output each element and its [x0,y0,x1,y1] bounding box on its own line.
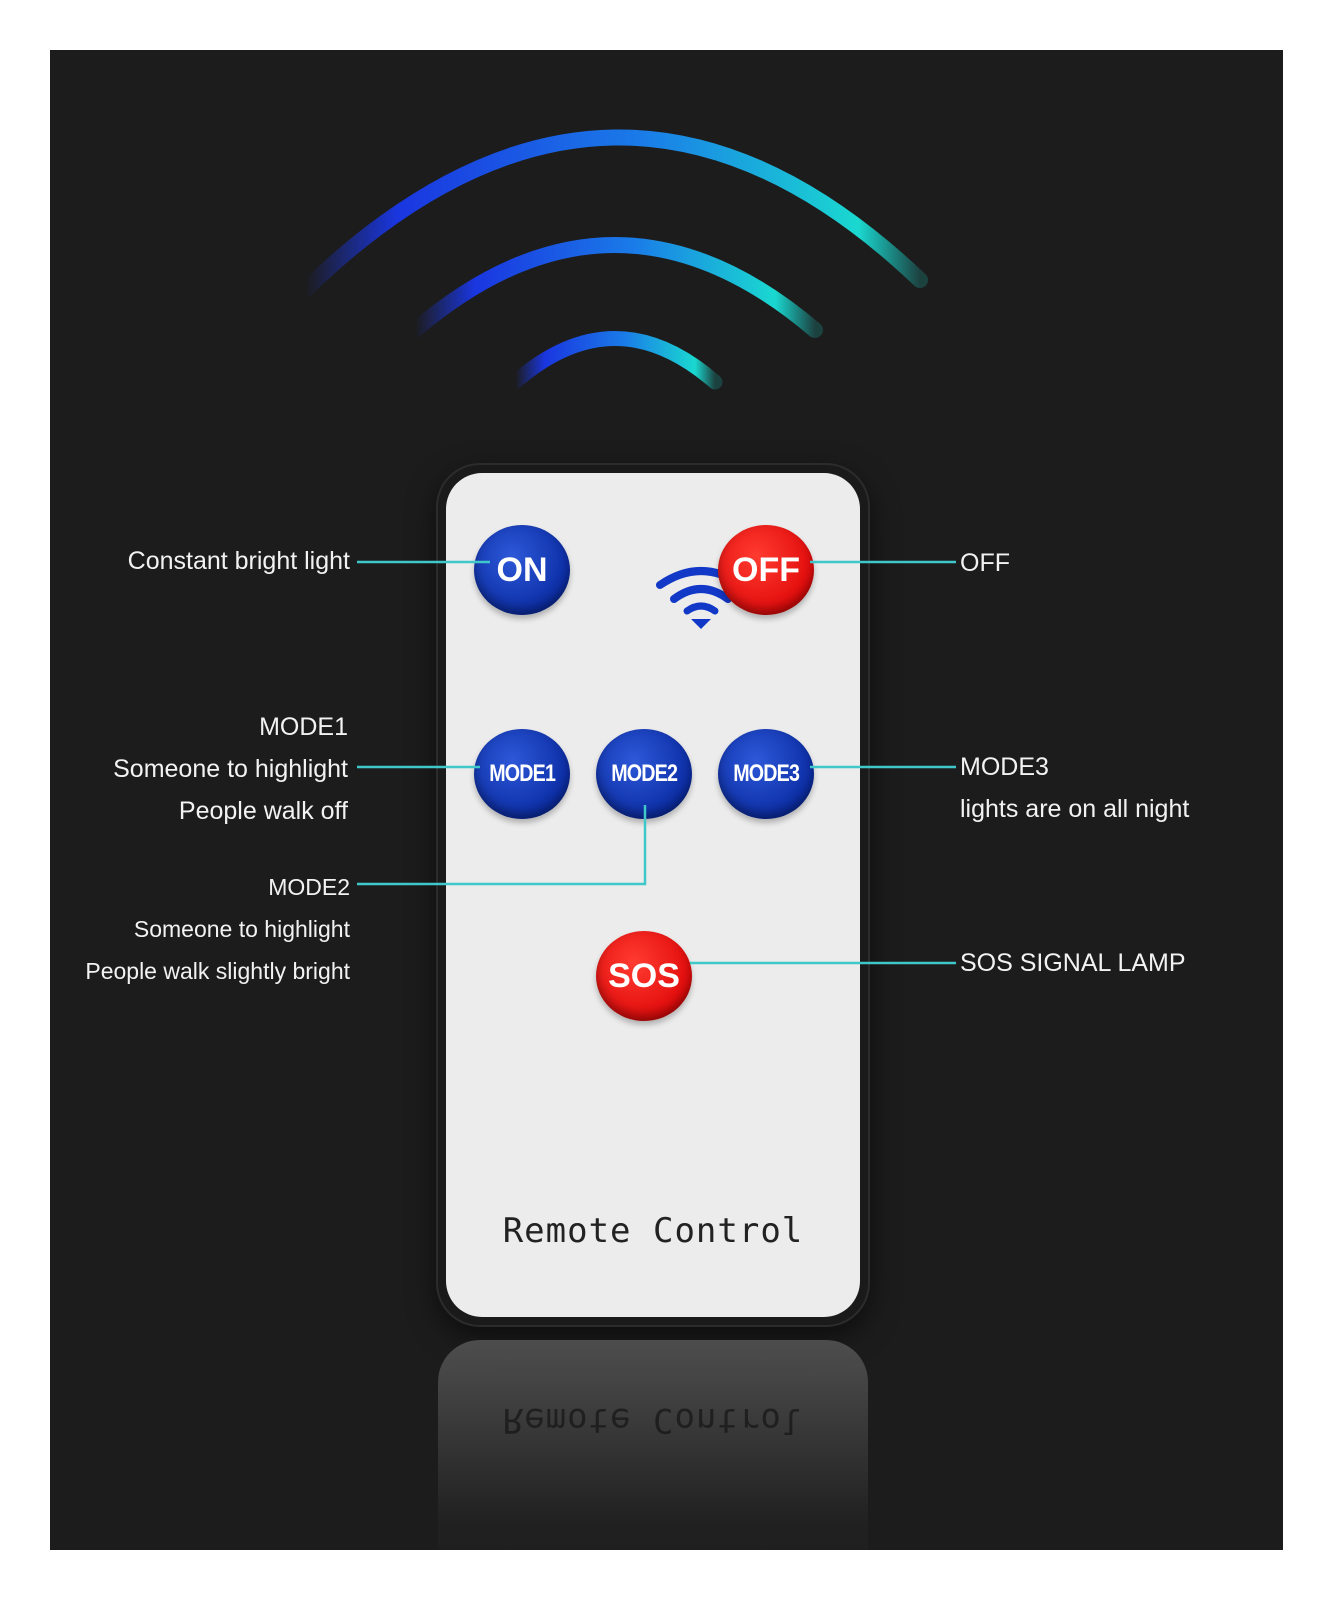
mode3-label-line1: lights are on all night [960,795,1190,823]
mode1-button-label: MODE1 [489,760,556,787]
mode2-label-line1: Someone to highlight [133,916,350,942]
on-button-label: ON [496,550,548,589]
sos-label: SOS SIGNAL LAMP [960,949,1186,977]
wave-middle [407,237,823,338]
mode3-button-label: MODE3 [733,760,800,787]
mode1-label: MODE1 Someone to highlight People walk o… [113,706,348,832]
off-button[interactable]: OFF [718,525,814,615]
remote-face: ON OFF MODE1 MODE2 MODE3 SOS [446,473,860,1317]
off-label: OFF [960,549,1010,577]
sos-button[interactable]: SOS [596,931,692,1021]
reflection-title: Remote Control [502,1400,804,1440]
on-button[interactable]: ON [474,525,570,615]
mode2-button[interactable]: MODE2 [596,729,692,819]
mode1-button[interactable]: MODE1 [474,729,570,819]
wave-outer [297,129,928,298]
remote-control: ON OFF MODE1 MODE2 MODE3 SOS [438,465,868,1325]
mode3-button[interactable]: MODE3 [718,729,814,819]
mode2-label-title: MODE2 [268,874,350,900]
off-button-label: OFF [732,550,800,589]
signal-waves-icon [297,129,928,390]
remote-reflection: Remote Control [438,1340,868,1550]
remote-title: Remote Control [502,1211,804,1251]
on-label: Constant bright light [127,547,350,575]
wave-inner [507,331,723,390]
mode2-button-label: MODE2 [611,760,678,787]
mode2-label: MODE2 Someone to highlight People walk s… [85,866,350,992]
product-panel: ON OFF MODE1 MODE2 MODE3 SOS [50,50,1283,1550]
mode1-label-line1: Someone to highlight [113,755,348,783]
mode1-label-title: MODE1 [259,713,348,741]
mode3-label: MODE3 lights are on all night [960,746,1189,830]
mode2-label-line2: People walk slightly bright [85,958,350,984]
sos-button-label: SOS [608,956,680,995]
mode3-label-title: MODE3 [960,753,1049,781]
mode1-label-line2: People walk off [178,797,348,825]
